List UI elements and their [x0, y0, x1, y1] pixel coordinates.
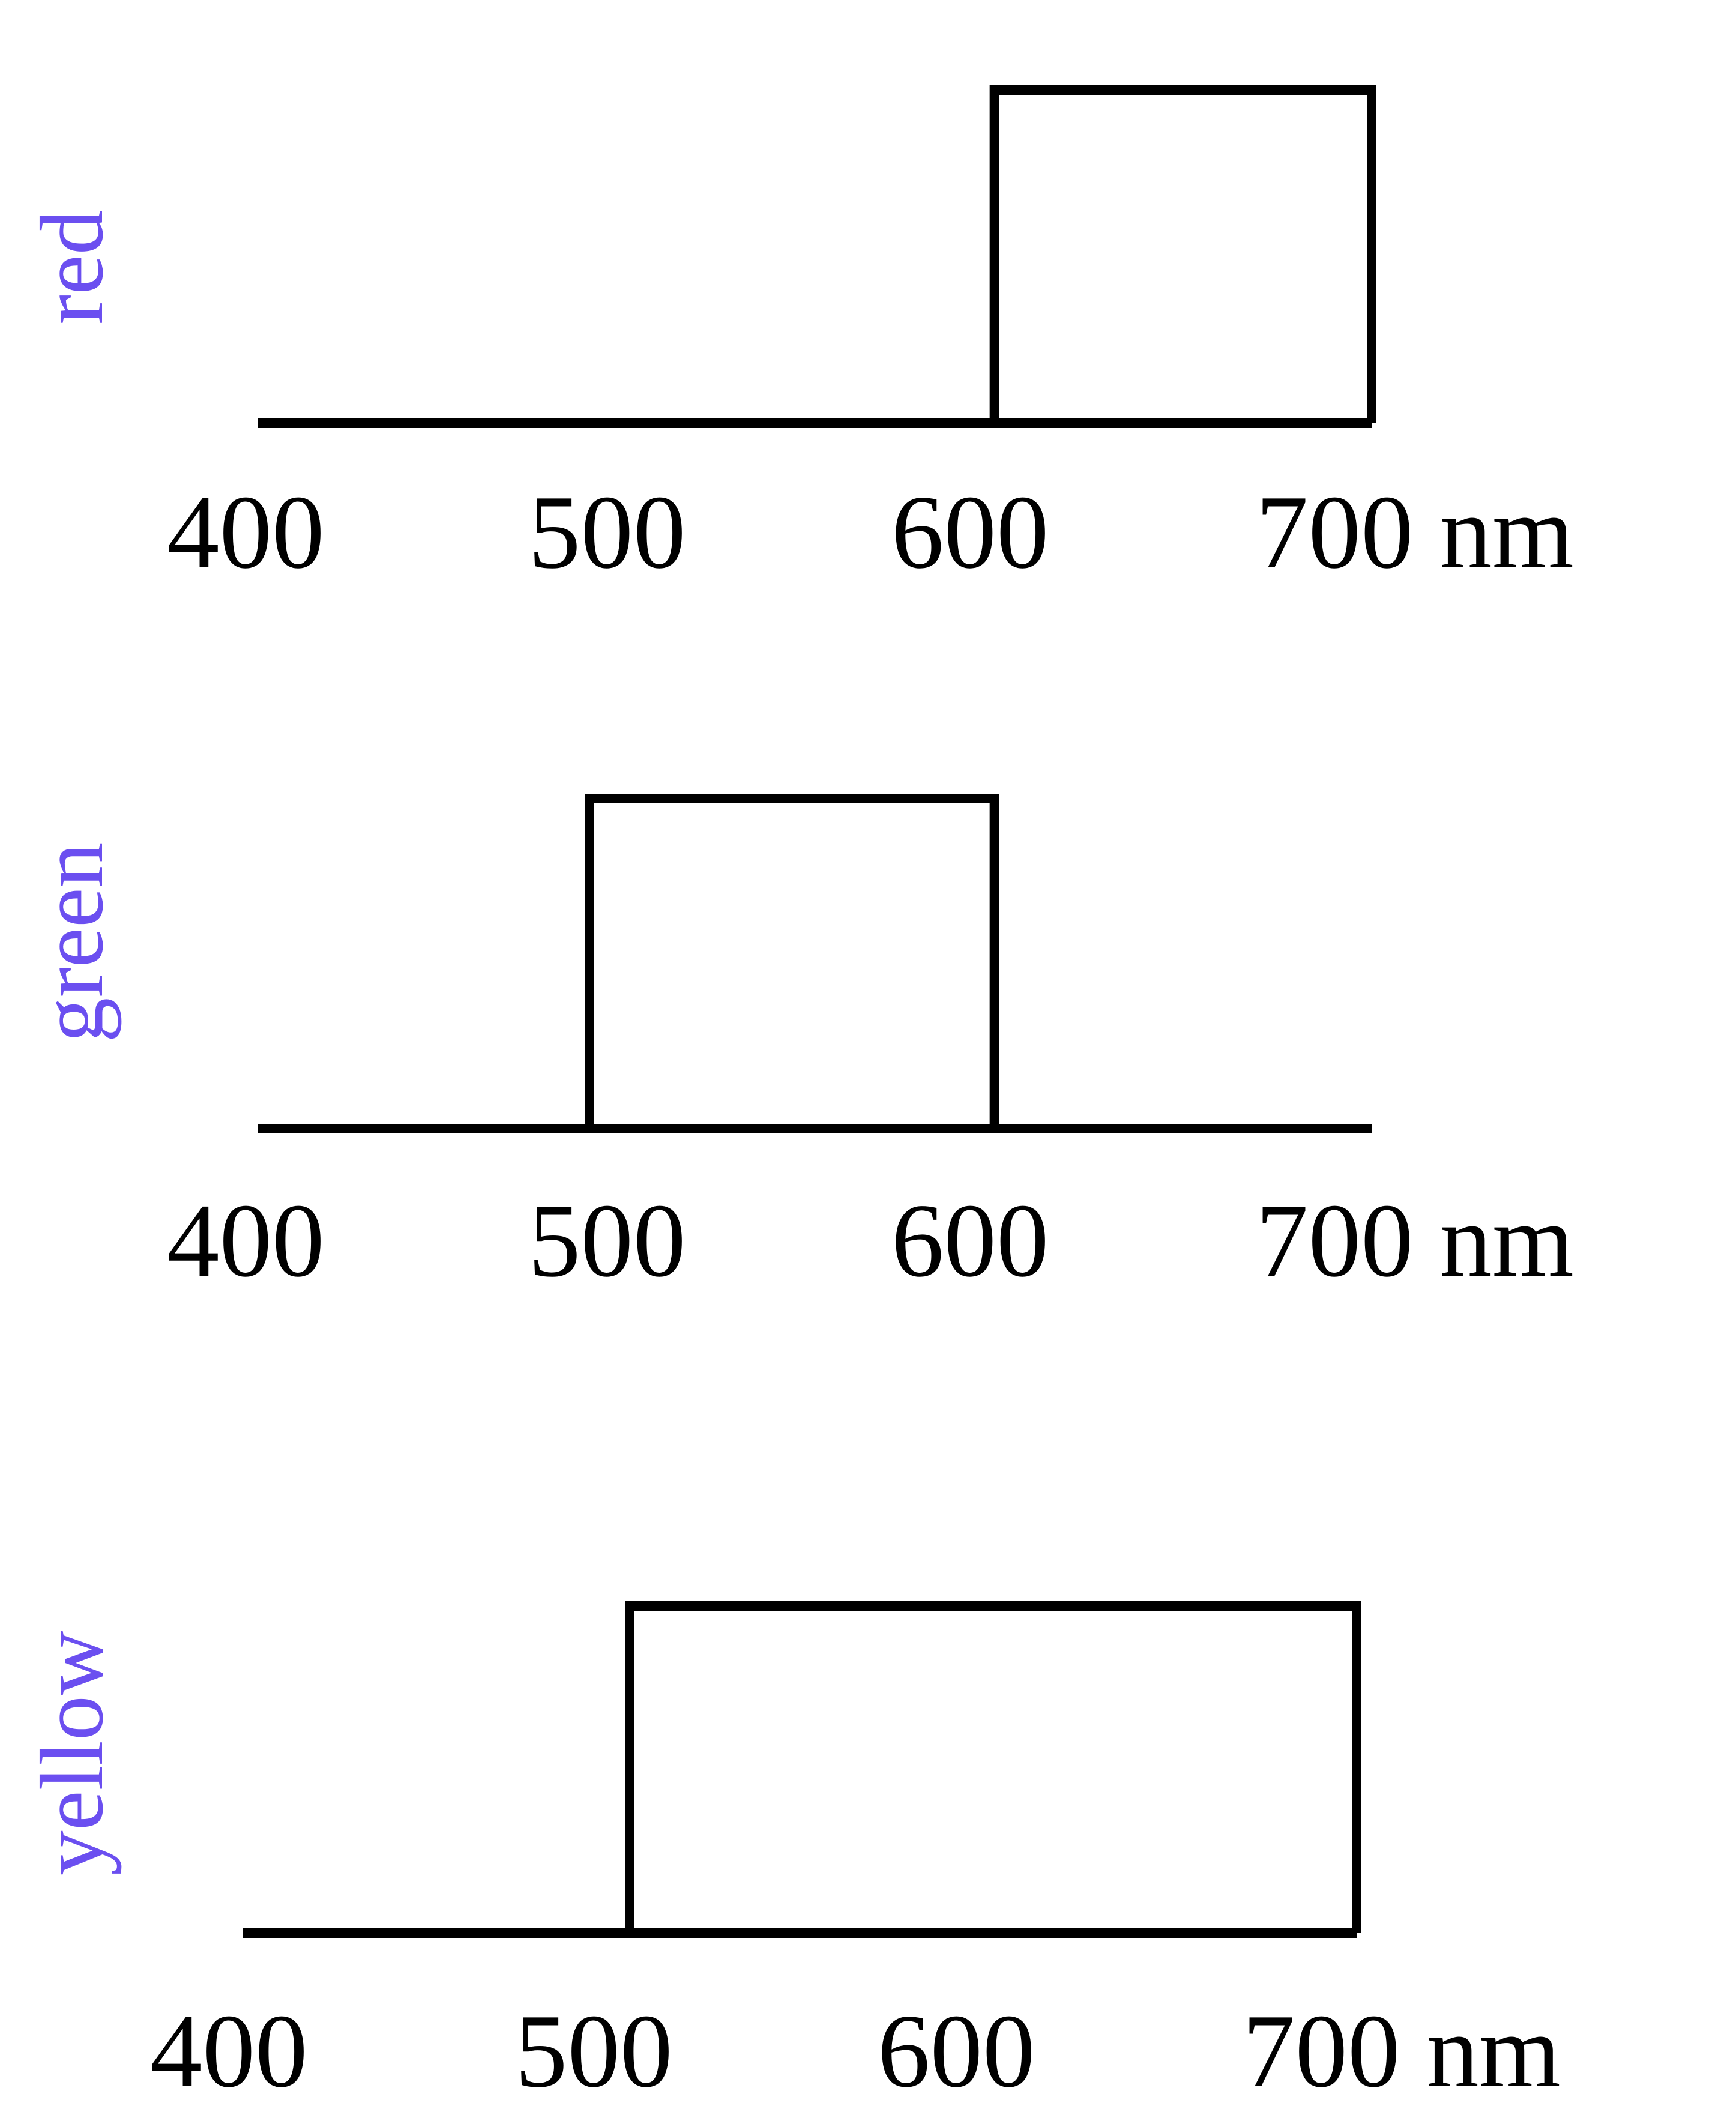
band-signal-red [258, 85, 1376, 428]
band-signal-yellow [243, 1601, 1361, 1938]
tick-label-500: 500 [528, 474, 686, 590]
panel-label-red: red [22, 210, 122, 325]
tick-label-400: 400 [167, 474, 325, 590]
tick-label-700-nm: 700 nm [1256, 1182, 1574, 1299]
band-signal-green [258, 794, 1372, 1133]
tick-label-600: 600 [891, 1182, 1049, 1299]
panel-label-green: green [22, 842, 122, 1042]
panel-red: red 400 500 600 700 nm [22, 85, 1574, 590]
tick-label-500: 500 [515, 1993, 673, 2109]
tick-label-400: 400 [167, 1182, 325, 1299]
panel-label-yellow: yellow [22, 1631, 122, 1875]
tick-label-700-nm: 700 nm [1243, 1993, 1561, 2109]
panel-green: green 400 500 600 700 nm [22, 794, 1574, 1299]
panel-yellow: yellow 400 500 600 700 nm [22, 1601, 1561, 2109]
tick-label-400: 400 [150, 1993, 308, 2109]
tick-label-600: 600 [891, 474, 1049, 590]
tick-label-600: 600 [878, 1993, 1035, 2109]
tick-label-500: 500 [528, 1182, 686, 1299]
tick-label-700-nm: 700 nm [1256, 474, 1574, 590]
